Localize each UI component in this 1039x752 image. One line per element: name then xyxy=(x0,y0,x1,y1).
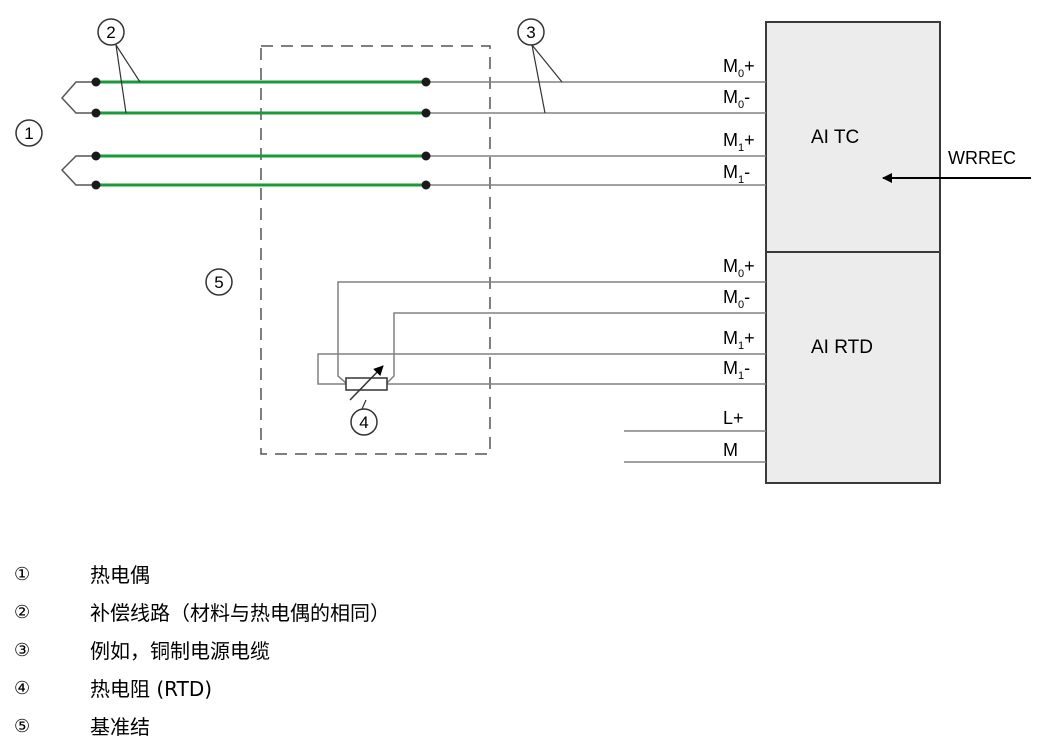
rtd-terminal-l-plus: L+ xyxy=(723,408,744,428)
legend-item-compensating-line: ② 补偿线路（材料与热电偶的相同） xyxy=(0,598,600,628)
copper-cables-tc xyxy=(426,81,766,186)
legend-text: 补偿线路（材料与热电偶的相同） xyxy=(90,601,390,625)
rtd-terminal-m0-plus: M0+ xyxy=(723,256,755,280)
legend-item-rtd: ④ 热电阻 (RTD) xyxy=(0,674,600,704)
legend-number: ② xyxy=(14,602,31,623)
legend-number: ① xyxy=(14,564,31,585)
legend-item-copper-cable: ③ 例如，铜制电源电缆 xyxy=(0,636,600,666)
rtd-wiring xyxy=(317,281,766,385)
legend-text: 基准结 xyxy=(90,715,150,739)
thermocouple-1 xyxy=(60,155,96,186)
callout-2: 2 xyxy=(97,18,125,46)
tc-terminal-m0-minus: M0- xyxy=(723,87,750,111)
wrrec-label: WRREC xyxy=(948,148,1016,168)
rtd-terminal-m1-plus: M1+ xyxy=(723,328,755,352)
callout-1: 1 xyxy=(15,119,43,147)
ai-tc-title: AI TC xyxy=(811,127,859,148)
supply-lines xyxy=(624,430,766,463)
legend-number: ④ xyxy=(14,678,31,699)
legend-number: ③ xyxy=(14,640,31,661)
rtd-terminal-m: M xyxy=(723,440,738,460)
compensating-lines xyxy=(96,80,426,187)
callout-3-label: 3 xyxy=(526,23,535,42)
callout-5: 5 xyxy=(205,268,233,296)
ai-tc-module xyxy=(765,21,941,253)
tc-terminal-m0-plus: M0+ xyxy=(723,56,755,80)
rtd-terminal-m1-minus: M1- xyxy=(723,358,750,382)
tc-terminal-m1-minus: M1- xyxy=(723,162,750,186)
callout-5-label: 5 xyxy=(214,273,223,292)
legend-item-reference-junction: ⑤ 基准结 xyxy=(0,712,600,742)
wiring-diagram: AI TC AI RTD WRREC xyxy=(15,18,1031,484)
callout-leaders xyxy=(115,44,563,410)
ai-rtd-module xyxy=(765,251,941,484)
callout-1-label: 1 xyxy=(24,124,33,143)
rtd-terminal-m0-minus: M0- xyxy=(723,287,750,311)
legend-item-thermocouple: ① 热电偶 xyxy=(0,560,600,590)
ai-rtd-title: AI RTD xyxy=(811,337,873,358)
legend-text: 热电偶 xyxy=(90,563,150,587)
junction-dots xyxy=(91,77,431,190)
reference-junction-box xyxy=(260,45,491,455)
callout-4: 4 xyxy=(350,408,378,436)
callout-2-label: 2 xyxy=(106,23,115,42)
tc-terminal-m1-plus: M1+ xyxy=(723,130,755,154)
legend-number: ⑤ xyxy=(14,716,31,737)
callout-3: 3 xyxy=(517,18,545,46)
rtd-variable-arrow xyxy=(349,365,384,401)
callout-4-label: 4 xyxy=(359,413,368,432)
legend-text: 例如，铜制电源电缆 xyxy=(90,639,270,663)
legend-text: 热电阻 (RTD) xyxy=(90,677,213,701)
thermocouple-0 xyxy=(60,81,96,114)
